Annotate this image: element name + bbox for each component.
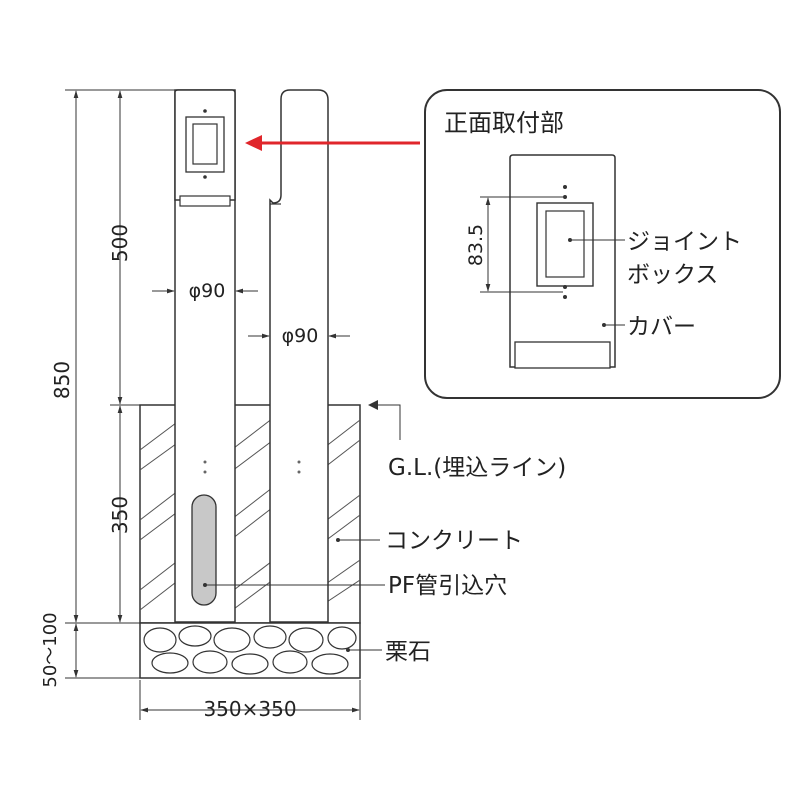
ground-line-label: G.L.(埋込ライン) [388, 455, 566, 481]
cover-label: カバー [627, 314, 696, 340]
dim-base: 350×350 [203, 697, 296, 721]
dim-diameter-right: φ90 [282, 325, 319, 347]
dim-below-ground: 350 [108, 496, 132, 534]
gravel-label: 栗石 [385, 639, 431, 665]
pf-hole [191, 494, 217, 606]
dim-diameter-left: φ90 [189, 280, 226, 302]
callout-title: 正面取付部 [444, 109, 564, 137]
junction-box-label-1: ジョイント [627, 229, 742, 255]
junction-box-label-2: ボックス [627, 262, 718, 288]
dimension-lines [65, 89, 401, 720]
dim-above-ground: 500 [108, 224, 132, 262]
dim-total-height: 850 [50, 361, 74, 399]
callout-box [424, 89, 781, 399]
right-pole [269, 89, 329, 623]
red-arrow [245, 135, 420, 151]
concrete-label: コンクリート [385, 528, 523, 554]
dim-gravel: 50〜100 [40, 612, 61, 687]
callout-spacing: 83.5 [465, 224, 487, 266]
gravel-bed [139, 622, 361, 679]
pf-hole-label: PF管引込穴 [388, 573, 507, 599]
